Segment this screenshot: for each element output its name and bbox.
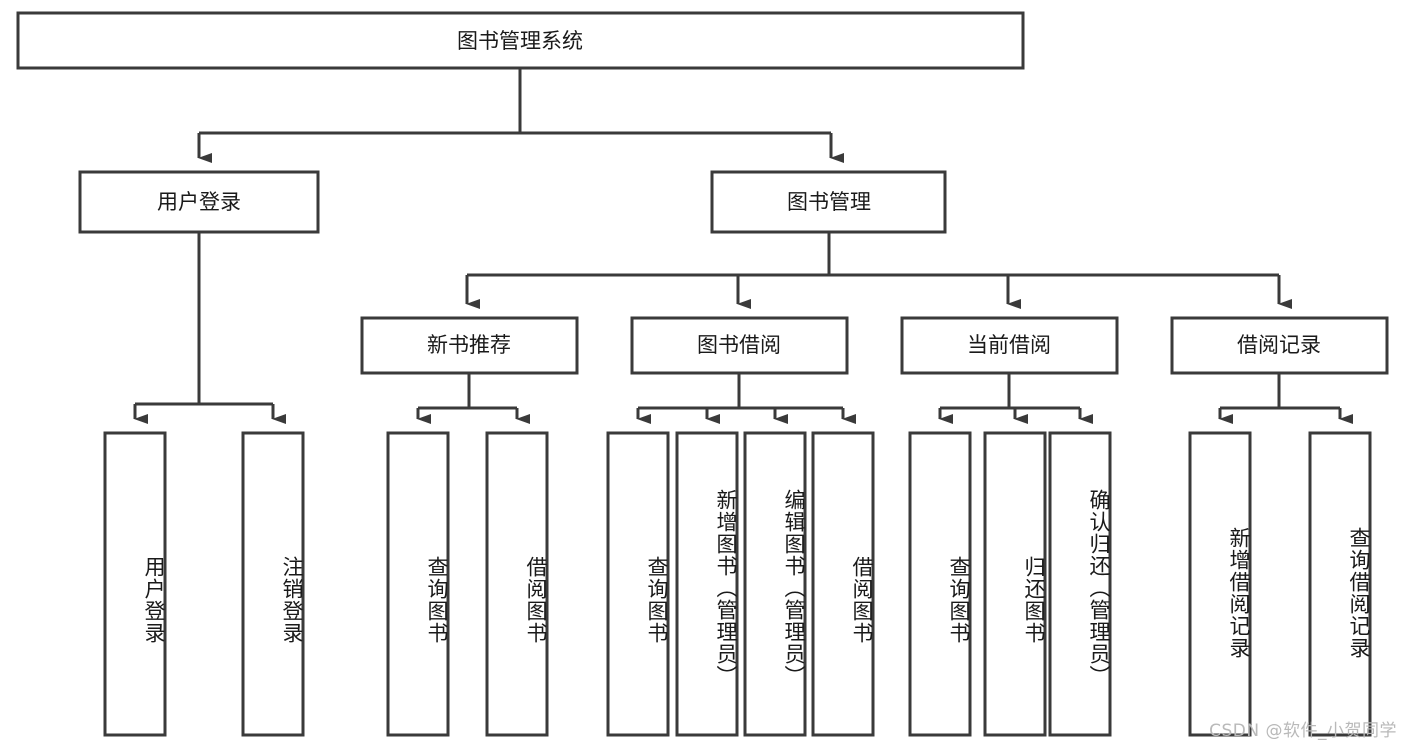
leaf-box-confirm-return (1048, 431, 1112, 737)
leaf-box-query-book-2 (606, 431, 670, 737)
leaf-box-add-record (1188, 431, 1252, 737)
leaf-box-logout (241, 431, 305, 737)
node-root: 图书管理系统 (16, 11, 1025, 70)
node-borrow-record-box (1170, 316, 1389, 375)
node-user-login-label: 用户登录 (157, 190, 241, 214)
leaf-box-query-record (1308, 431, 1372, 737)
node-root-box (16, 11, 1025, 70)
node-book-management-label: 图书管理 (787, 190, 871, 214)
node-new-book-recommend-box (360, 316, 579, 375)
node-book-borrow-box (630, 316, 849, 375)
leaf-box-borrow-book-2 (811, 431, 875, 737)
connector-book-mgmt-to-level3 (465, 232, 1292, 309)
leaf-box-edit-book (743, 431, 807, 737)
node-new-book-recommend: 新书推荐 (360, 316, 579, 375)
connector-user-login-to-leaves (133, 232, 286, 424)
connector-new-book-recommend-to-leaves (416, 373, 530, 424)
connector-borrow-record-to-leaves (1218, 373, 1353, 424)
node-current-borrow-box (900, 316, 1119, 375)
connector-root-to-level2 (197, 68, 844, 163)
leaf-box-user-login (103, 431, 167, 737)
leaf-box-borrow-book-1 (485, 431, 549, 737)
leaf-box-add-book (675, 431, 739, 737)
node-book-borrow-label: 图书借阅 (697, 333, 781, 357)
leaf-box-query-book-1 (386, 431, 450, 737)
node-root-label: 图书管理系统 (457, 29, 583, 53)
node-borrow-record: 借阅记录 (1170, 316, 1389, 375)
node-user-login: 用户登录 (78, 170, 320, 234)
connector-current-borrow-to-leaves (938, 373, 1093, 424)
node-new-book-recommend-label: 新书推荐 (427, 333, 511, 357)
node-current-borrow-label: 当前借阅 (967, 333, 1051, 357)
node-current-borrow: 当前借阅 (900, 316, 1119, 375)
watermark-text: CSDN @软件_小贺同学 (1209, 721, 1397, 741)
node-book-management-box (710, 170, 947, 234)
leaf-box-query-book-3 (908, 431, 972, 737)
node-book-management: 图书管理 (710, 170, 947, 234)
leaf-box-return-book (983, 431, 1047, 737)
connector-book-borrow-to-leaves (636, 373, 856, 424)
leaf-boxes (103, 431, 1372, 737)
node-book-borrow: 图书借阅 (630, 316, 849, 375)
node-borrow-record-label: 借阅记录 (1237, 333, 1321, 357)
